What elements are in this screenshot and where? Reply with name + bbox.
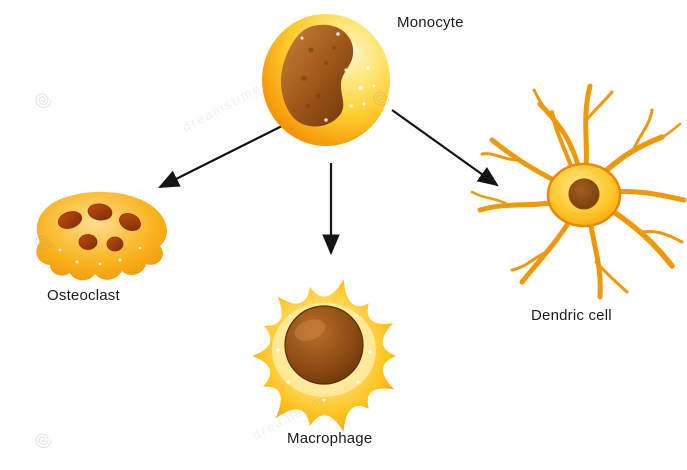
arrow-monocyte-to-dendritic	[391, 109, 499, 187]
monocyte-nucleus	[280, 24, 354, 127]
monocyte-cell-illustration	[262, 14, 390, 146]
dendritic-label: Dendric cell	[531, 307, 612, 324]
monocyte-label: Monocyte	[397, 14, 464, 31]
macrophage-nucleus	[284, 305, 364, 385]
macrophage-label: Macrophage	[287, 430, 373, 447]
arrow-monocyte-to-osteoclast	[158, 118, 297, 188]
watermark-spiral-icon	[35, 93, 52, 108]
macrophage-cell-illustration	[252, 279, 396, 432]
dendritic-nucleus	[568, 178, 600, 210]
watermark-spiral-icon	[373, 91, 390, 106]
osteoclast-cell-illustration	[36, 191, 167, 281]
dendritic-cell-illustration	[470, 83, 687, 300]
watermark-spiral-icon	[35, 433, 52, 448]
osteoclast-nuclei	[57, 203, 141, 252]
osteoclast-label: Osteoclast	[47, 287, 120, 304]
watermark-spiral-icon	[35, 235, 52, 250]
